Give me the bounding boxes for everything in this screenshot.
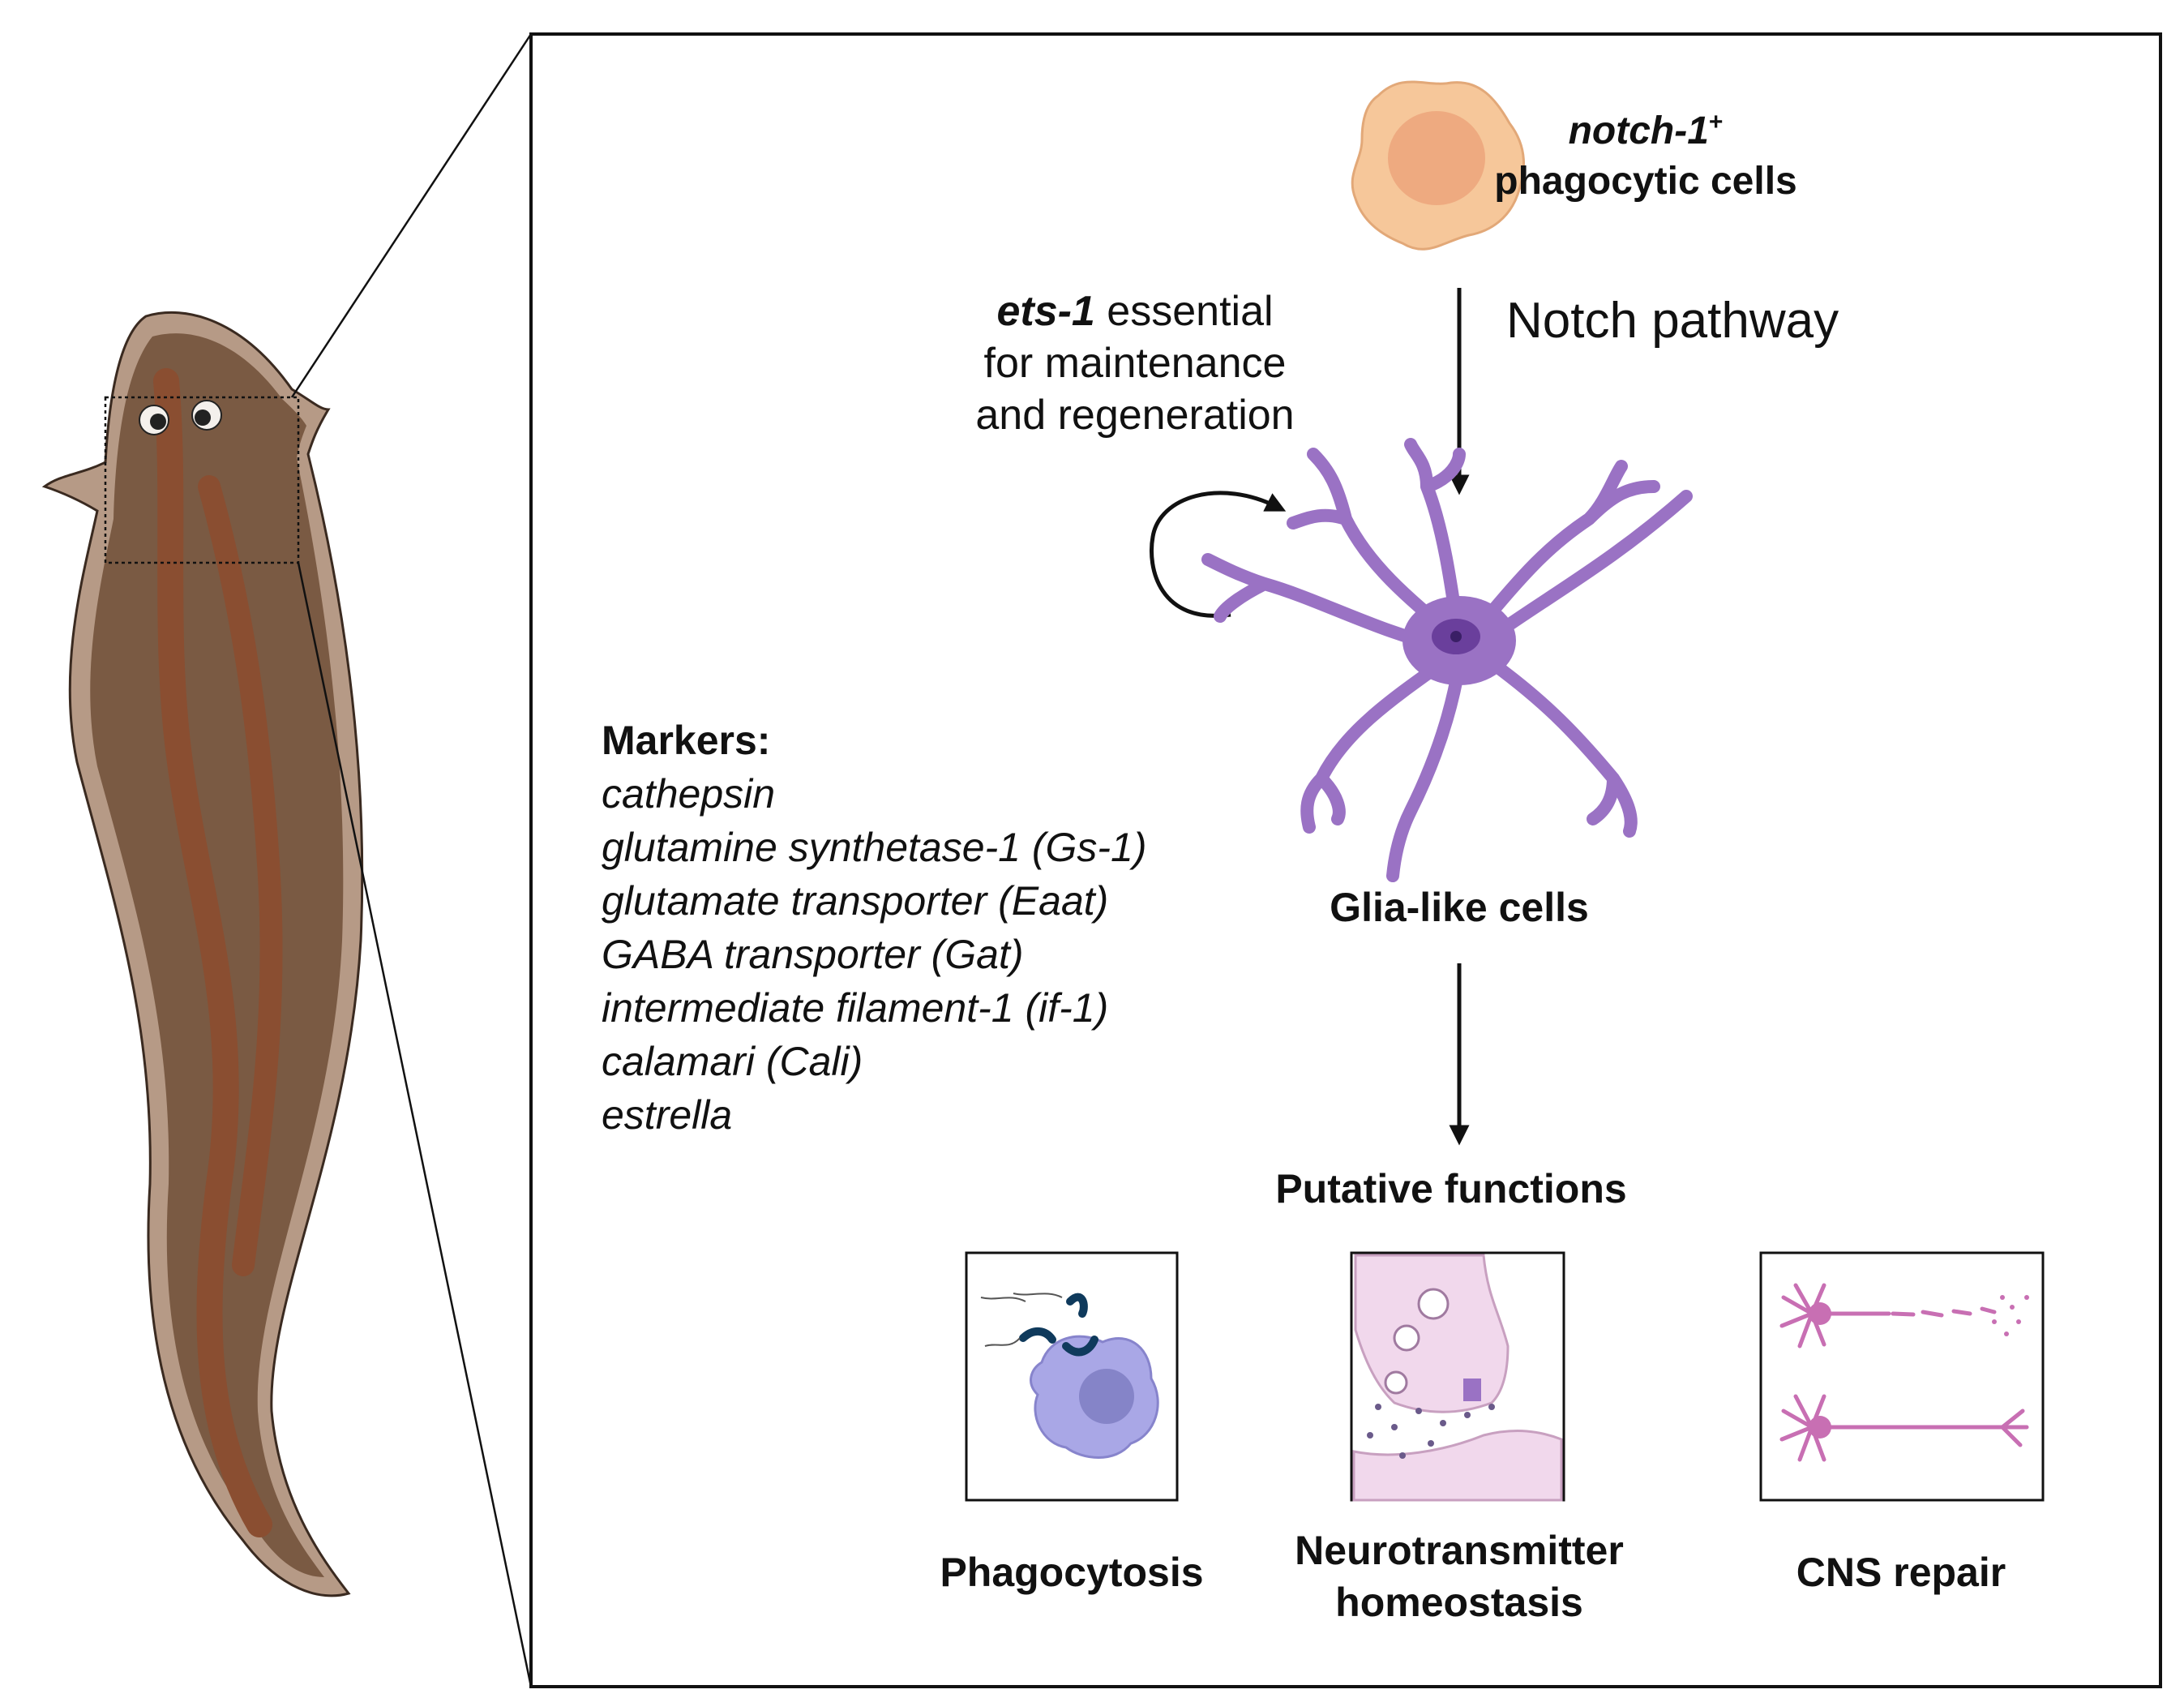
marker-item: calamari (Cali) bbox=[602, 1039, 863, 1084]
phagocytic-cell-icon bbox=[1351, 80, 1525, 251]
markers-list: Markers: cathepsin glutamine synthetase-… bbox=[602, 714, 1147, 1142]
markers-heading: Markers: bbox=[602, 718, 771, 763]
function-label-phagocytosis: Phagocytosis bbox=[940, 1550, 1204, 1595]
glia-like-cells-label: Glia-like cells bbox=[1330, 885, 1589, 930]
phagocytic-cells-label: notch-1+ phagocytic cells bbox=[1475, 97, 1816, 207]
notch-pathway-label: Notch pathway bbox=[1506, 293, 1839, 349]
panel-frame bbox=[529, 32, 2162, 1688]
marker-item: intermediate filament-1 (if-1) bbox=[602, 985, 1109, 1031]
ets-1-gene: ets-1 bbox=[996, 288, 1095, 335]
ets-1-line3: and regeneration bbox=[975, 392, 1295, 439]
phagocytosis-panel bbox=[965, 1251, 1179, 1502]
marker-item: glutamate transporter (Eaat) bbox=[602, 878, 1109, 924]
planarian-worm bbox=[41, 311, 364, 1597]
marker-item: cathepsin bbox=[602, 771, 776, 817]
phagocytic-cells-text: phagocytic cells bbox=[1494, 160, 1797, 203]
marker-item: estrella bbox=[602, 1092, 733, 1138]
zoom-line-top bbox=[290, 33, 533, 398]
zoom-line-bottom bbox=[297, 562, 533, 1687]
worm-stripe-left bbox=[153, 368, 272, 1537]
neurotransmitter-panel bbox=[1350, 1251, 1565, 1502]
function-label-cns-repair: CNS repair bbox=[1796, 1550, 2006, 1595]
notch1-superscript: + bbox=[1708, 109, 1724, 135]
ets-1-label: ets-1 essential for maintenance and rege… bbox=[957, 285, 1313, 441]
zoom-box bbox=[104, 396, 300, 564]
ets-self-renewal-arrow bbox=[1149, 491, 1287, 618]
putative-functions-label: Putative functions bbox=[1275, 1166, 1627, 1211]
function-label-neurotransmitter: Neurotransmitter homeostasis bbox=[1295, 1528, 1624, 1625]
notch1-gene-label: notch-1 bbox=[1568, 109, 1709, 152]
worm-stripe-right bbox=[198, 475, 283, 1276]
cns-repair-panel bbox=[1759, 1251, 2045, 1502]
marker-item: GABA transporter (Gat) bbox=[602, 932, 1024, 977]
marker-item: glutamine synthetase-1 (Gs-1) bbox=[602, 825, 1147, 870]
ets-1-line2: for maintenance bbox=[983, 340, 1287, 387]
ets-1-line1: essential bbox=[1094, 288, 1274, 335]
